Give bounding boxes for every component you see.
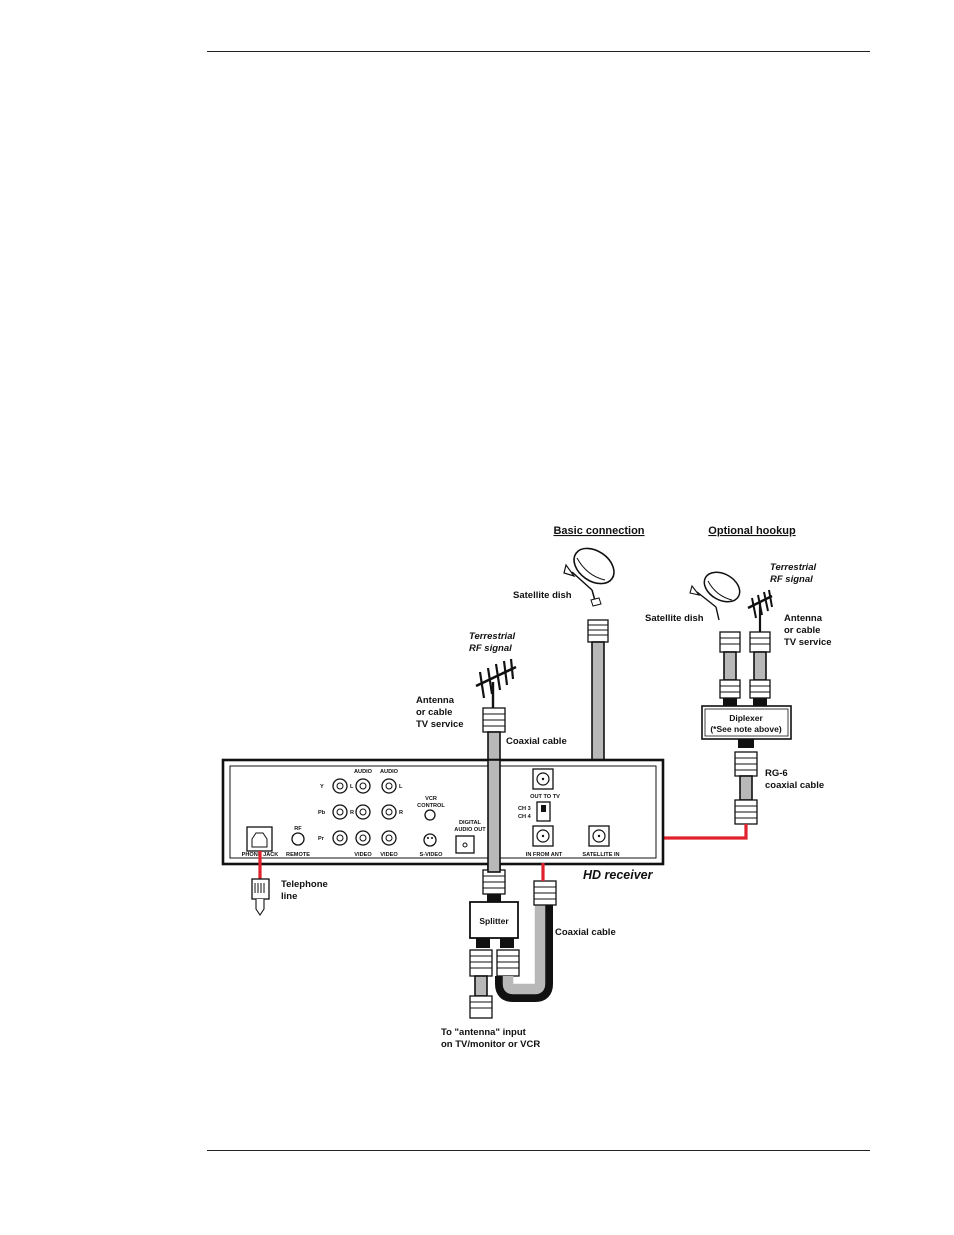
right-label-2: R [399, 810, 403, 816]
splitter-label: Splitter [479, 916, 509, 926]
svideo-label: S-VIDEO [419, 852, 443, 858]
optional-satellite-dish-label: Satellite dish [645, 613, 704, 624]
optional-terrestrial-label-2: RF signal [770, 574, 813, 585]
coaxial-cable-label-top: Coaxial cable [506, 736, 567, 747]
to-antenna-input-label-2: on TV/monitor or VCR [441, 1039, 540, 1050]
pb-label: Pb [318, 810, 326, 816]
diplexer-input-cables [719, 631, 771, 706]
rg6-label-2: coaxial cable [765, 780, 824, 791]
ch3-label: CH 3 [518, 806, 531, 812]
hd-receiver-label: HD receiver [583, 868, 654, 882]
telephone-label-2: line [281, 891, 297, 902]
footer-rule [207, 1150, 870, 1151]
rg6-coaxial-cable [734, 739, 758, 825]
in-from-ant-label: IN FROM ANT [526, 852, 563, 858]
telephone-plug-icon [251, 878, 270, 916]
tv-antenna-cable [469, 949, 493, 1019]
optional-terrestrial-label-1: Terrestrial [770, 562, 816, 573]
optional-hookup-heading: Optional hookup [708, 525, 796, 537]
diplexer-note-label: (*See note above) [710, 724, 781, 734]
loop-coaxial-cable [495, 880, 557, 1002]
diplexer-label: Diplexer [729, 713, 763, 723]
antenna-label-3: TV service [416, 719, 464, 730]
video-label-1: VIDEO [354, 852, 372, 858]
to-antenna-input-label-1: To "antenna" input [441, 1027, 527, 1038]
antenna-label-1: Antenna [416, 695, 455, 706]
phone-jack-icon [246, 826, 273, 852]
remote-label: REMOTE [286, 852, 310, 858]
digital-audio-label-2: AUDIO OUT [454, 827, 486, 833]
av-jacks [291, 778, 475, 854]
satellite-dish-optional-icon [689, 571, 741, 621]
vcr-control-label-1: VCR [425, 796, 437, 802]
optional-antenna-label-1: Antenna [784, 613, 823, 624]
basic-connection-heading: Basic connection [553, 525, 644, 537]
vcr-control-label-2: CONTROL [417, 803, 445, 809]
splitter-box [469, 901, 519, 948]
terrestrial-label-1: Terrestrial [469, 631, 515, 642]
right-label-1: R [350, 810, 354, 816]
rf-connectors [532, 768, 610, 847]
header-rule [207, 51, 870, 52]
rg6-label-1: RG-6 [765, 768, 788, 779]
y-label: Y [320, 784, 324, 790]
antenna-optional-icon [747, 589, 773, 632]
diplexer-box [701, 705, 792, 740]
telephone-label-1: Telephone [281, 879, 328, 890]
satellite-dish-basic-icon [563, 547, 615, 607]
terrestrial-label-2: RF signal [469, 643, 512, 654]
audio-label-1: AUDIO [354, 769, 373, 775]
digital-audio-label-1: DIGITAL [459, 820, 482, 826]
pr-label: Pr [318, 836, 325, 842]
satellite-dish-label: Satellite dish [513, 590, 572, 601]
antenna-basic-icon [475, 658, 517, 708]
optional-antenna-label-3: TV service [784, 637, 832, 648]
rf-label: RF [294, 826, 302, 832]
left-label-2: L [399, 784, 403, 790]
ch4-label: CH 4 [518, 814, 532, 820]
video-label-2: VIDEO [380, 852, 398, 858]
coaxial-cable-label-bottom: Coaxial cable [555, 927, 616, 938]
antenna-label-2: or cable [416, 707, 452, 718]
left-label-1: L [350, 784, 354, 790]
out-to-tv-label: OUT TO TV [530, 794, 560, 800]
audio-label-2: AUDIO [380, 769, 399, 775]
hd-receiver-back-panel [221, 758, 665, 866]
satellite-in-label: SATELLITE IN [582, 852, 619, 858]
optional-antenna-label-2: or cable [784, 625, 820, 636]
